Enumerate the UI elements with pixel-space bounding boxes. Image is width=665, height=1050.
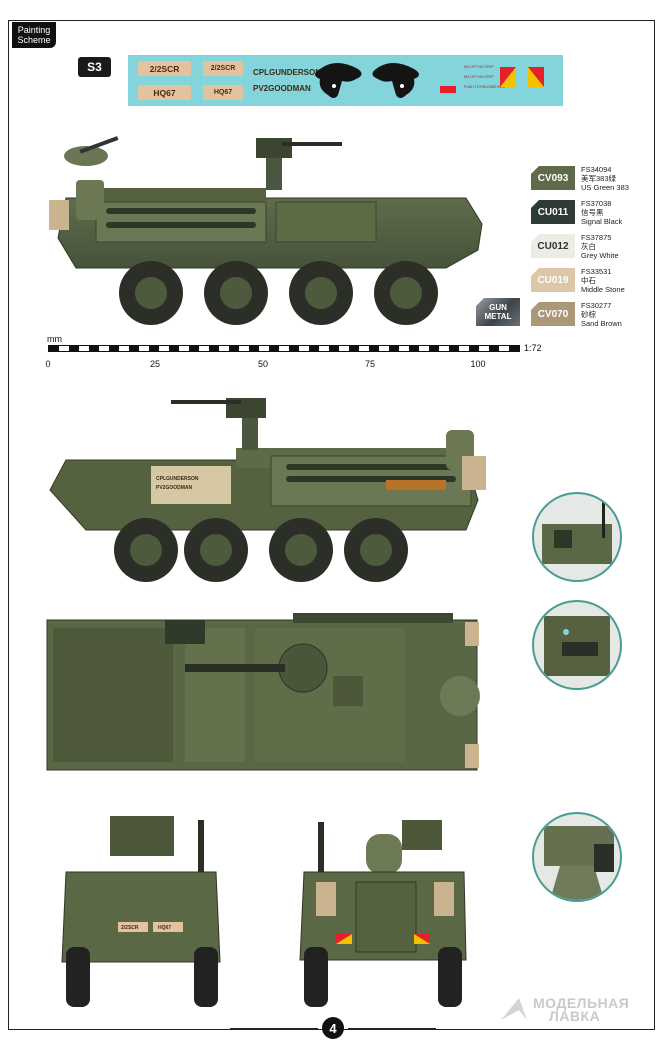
painting-scheme-tab: Painting Scheme [12,22,56,48]
scale-tick: 50 [257,359,269,369]
watermark: МОДЕЛЬНАЯ ЛАВКА [533,995,630,1024]
gun-metal-chip: GUN METAL [476,298,520,326]
color-label-cn: 美军383绿 [581,173,617,183]
front-marking: HQ67 [158,925,171,931]
scale-unit: mm [47,334,62,344]
color-label-cn: 灰白 [581,241,596,251]
skull-emblem-icon [315,63,419,98]
scale-ratio: 1:72 [524,343,542,353]
watermark-line: МОДЕЛЬНАЯ [533,995,630,1011]
side-name-marking: CPLGUNDERSON [156,476,199,482]
decal-name: PV2GOODMAN [253,84,311,93]
front-view: 2/2SCR HQ67 [61,816,221,1007]
scale-tick: 75 [364,359,376,369]
decal-sheet: 2/2SCR 2/2SCR HQ67 HQ67 CPLGUNDERSON PV2… [128,55,563,106]
top-view [46,613,480,771]
decal-tag: HQ67 [203,85,243,100]
front-marking: 2/2SCR [121,925,139,931]
side-view-left [49,136,483,325]
decal-tag: 2/2SCR [203,61,243,76]
decal-small-text: PUSH TO RELEASE BOX [464,85,505,89]
scale-bar [48,345,520,352]
color-chip: CU011 [531,200,575,224]
color-label-name: Grey White [581,250,619,260]
page-number: 4 [322,1017,344,1039]
color-label-name: Sand Brown [581,318,622,328]
scale-tick: 100 [470,359,486,369]
side-view-right: CPLGUNDERSON PV2GOODMAN [49,398,486,582]
color-label-fs: FS37875 [581,232,612,242]
color-label-fs: FS34094 [581,164,612,174]
color-chip: CV070 [531,302,575,326]
side-name-marking: PV2GOODMAN [156,485,193,491]
watermark-line: ЛАВКА [549,1008,601,1024]
decal-small-text: NO LIFT NO STEP [464,65,494,69]
scale-tick: 25 [149,359,161,369]
footer-line [230,1028,318,1029]
color-label-name: Middle Stone [581,284,625,294]
color-chip: CV093 [531,166,575,190]
decal-tag: HQ67 [138,85,191,100]
detail-circle [532,600,622,690]
scheme-code-badge: S3 [78,57,111,77]
color-label-name: US Green 383 [581,182,629,192]
bumper-flag-icon [500,67,544,87]
color-chip: CU019 [531,268,575,292]
color-label-cn: 砂棕 [581,309,596,319]
footer-line [348,1028,436,1029]
rear-view [299,820,467,1007]
watermark-logo-icon [501,998,527,1020]
decal-small-text: NO LIFT NO STEP [464,75,494,79]
decal-tag: 2/2SCR [138,61,191,76]
color-label-cn: 信号黑 [581,207,604,217]
color-label-fs: FS33531 [581,266,612,276]
scale-tick: 0 [45,359,51,369]
decal-name: CPLGUNDERSON [253,68,322,77]
color-label-cn: 中石 [581,275,596,285]
color-chip: CU012 [531,234,575,258]
red-decal [440,86,456,93]
color-label-fs: FS37038 [581,198,612,208]
detail-circle [532,812,622,902]
detail-circle [532,492,622,582]
color-label-name: Signal Black [581,216,623,226]
color-label-fs: FS30277 [581,300,612,310]
